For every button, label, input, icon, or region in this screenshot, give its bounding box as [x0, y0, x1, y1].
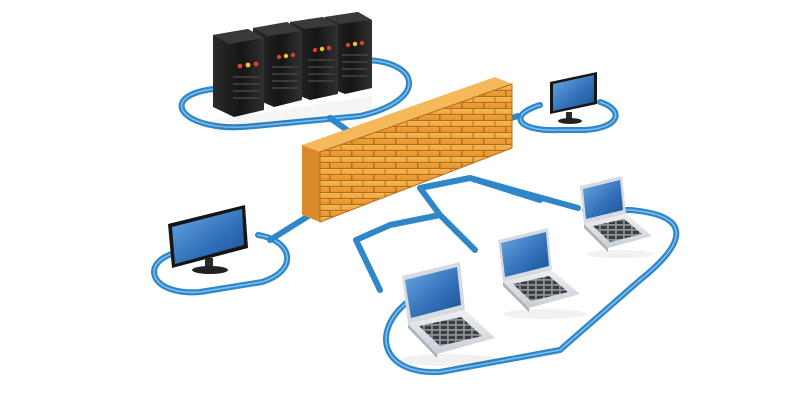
laptop-network-cables: [353, 175, 581, 293]
laptop-3: [402, 262, 495, 358]
laptop-2: [498, 228, 580, 312]
server-1: [213, 29, 264, 117]
firewall-brick-wall: [302, 77, 513, 223]
server-2: [253, 22, 302, 107]
monitor-left: [168, 205, 248, 274]
monitor-right: [550, 72, 597, 124]
floor-shadows: [400, 250, 654, 366]
laptop-1: [580, 176, 652, 252]
server-rack: [213, 12, 372, 134]
